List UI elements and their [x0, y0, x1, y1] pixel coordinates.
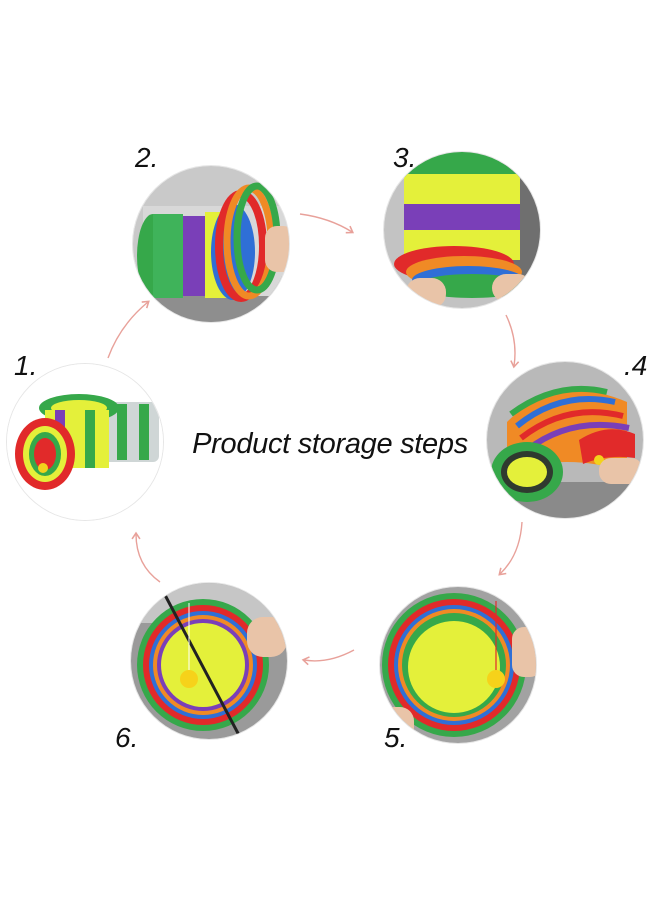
- arrow-3-to-4: [505, 314, 520, 369]
- step-3-number: 3.: [393, 142, 417, 173]
- step-1-photo: [7, 364, 163, 520]
- step-2-photo: [133, 166, 289, 322]
- step-6-photo: [131, 583, 287, 739]
- page-title: Product storage steps: [192, 428, 468, 460]
- step-2-number: 2.: [135, 142, 159, 173]
- step-4-number: .4: [624, 350, 648, 381]
- arrow-5-to-6: [301, 649, 355, 666]
- arrow-6-to-1: [131, 531, 161, 583]
- step-5-number: 5.: [384, 722, 408, 753]
- step-5-photo: [380, 587, 536, 743]
- step-3-photo: [384, 152, 540, 308]
- arrow-1-to-2: [107, 300, 150, 359]
- step-1-number: 1.: [14, 350, 38, 381]
- arrow-4-to-5: [498, 521, 523, 576]
- step-6-number: 6.: [115, 722, 139, 753]
- arrow-2-to-3: [299, 213, 355, 234]
